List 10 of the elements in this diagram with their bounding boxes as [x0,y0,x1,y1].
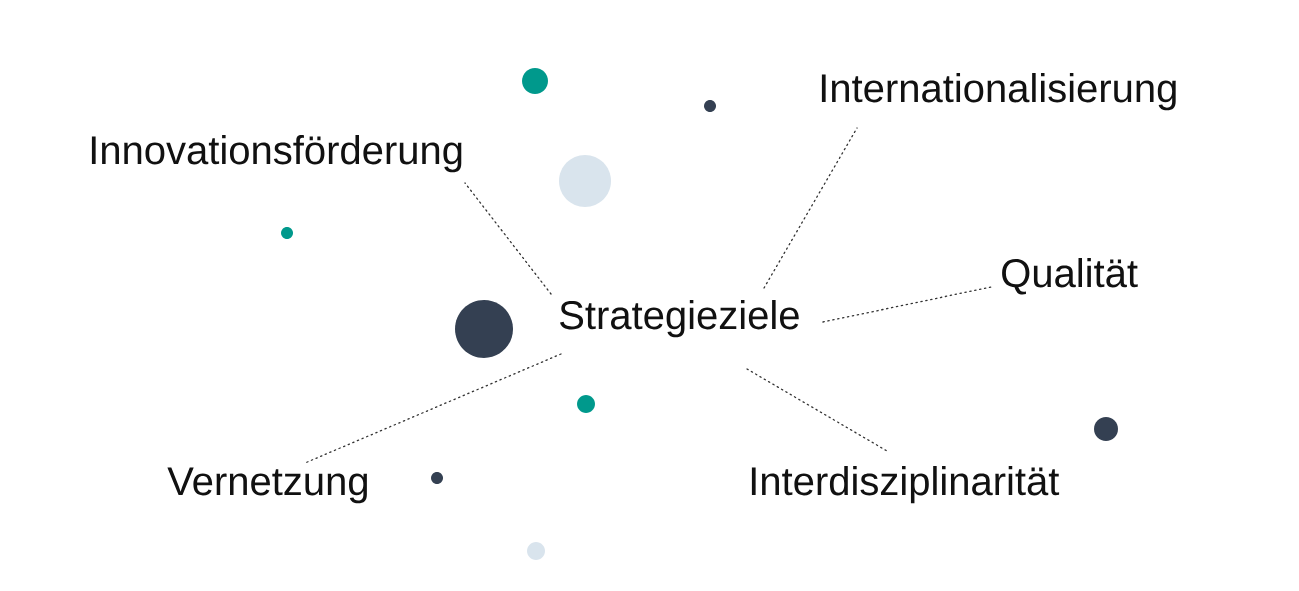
connector-line [304,353,562,464]
central-topic: Strategieziele [560,300,799,338]
topic-label: Internationalisierung [821,73,1176,111]
topic-label: Vernetzung [167,467,367,504]
connector-line [746,368,888,452]
connector-line [822,286,992,323]
topic-label: Interdisziplinarität [751,466,1060,504]
topic-label: Innovationsförderung [91,135,462,173]
connector-line [464,182,552,295]
topic-label: Qualität [1002,258,1138,295]
